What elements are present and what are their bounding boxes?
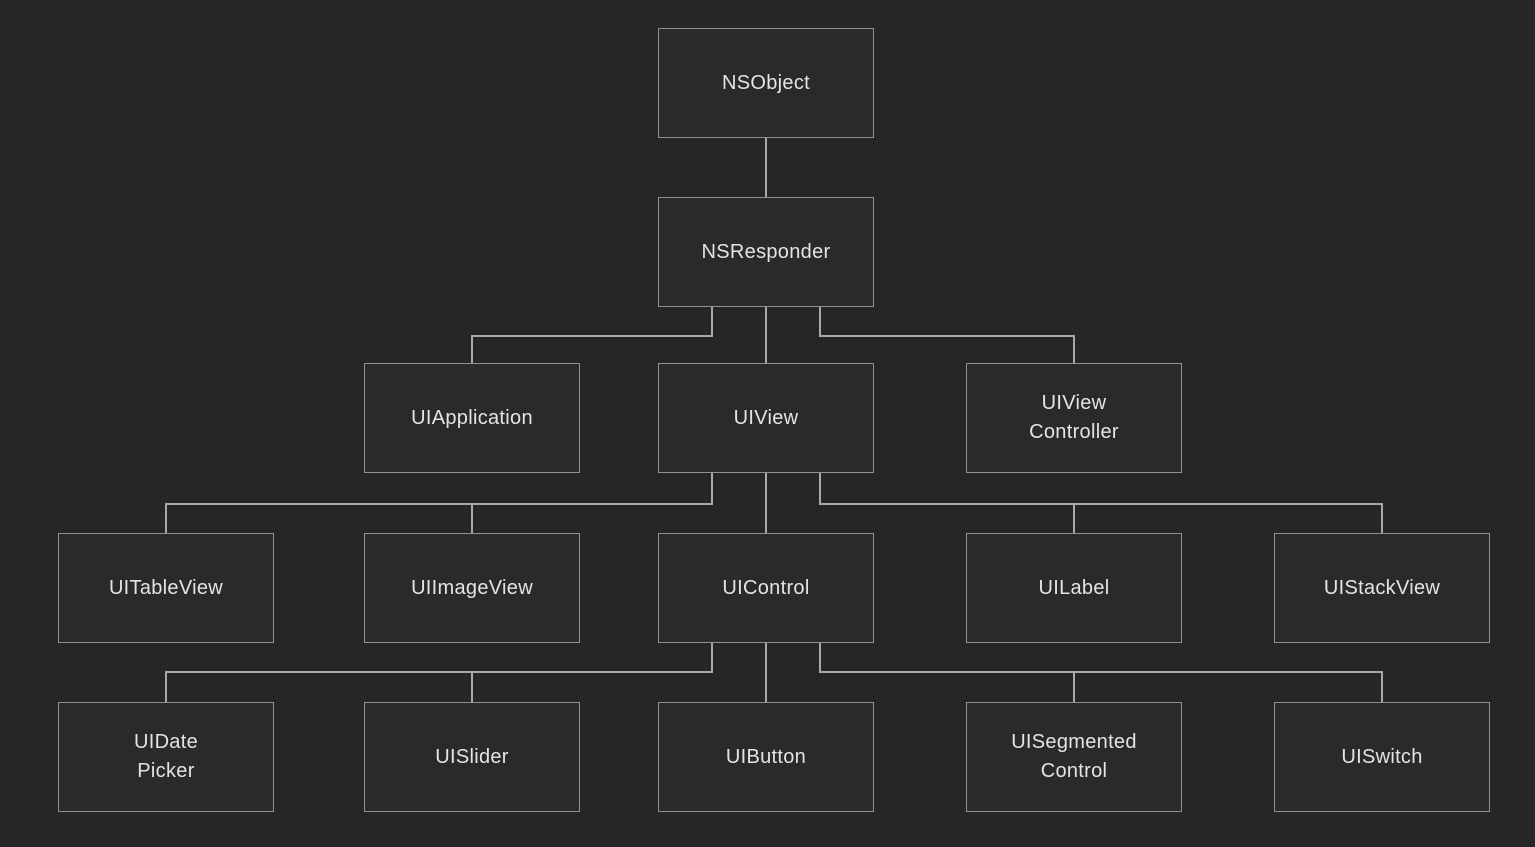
node-nsobject: NSObject	[658, 28, 874, 138]
edge-uicontrol-uiswitch	[819, 643, 1383, 702]
node-uiapplication: UIApplication	[364, 363, 580, 473]
node-uisegmentedcontrol: UISegmented Control	[966, 702, 1182, 812]
edge-nsresponder-uiviewcontroller	[819, 307, 1075, 363]
node-uiviewcontroller: UIView Controller	[966, 363, 1182, 473]
node-uilabel: UILabel	[966, 533, 1182, 643]
node-uiswitch: UISwitch	[1274, 702, 1490, 812]
edge-uiview-uiimageview	[471, 473, 713, 533]
node-uicontrol: UIControl	[658, 533, 874, 643]
node-uistackview: UIStackView	[1274, 533, 1490, 643]
node-uibutton: UIButton	[658, 702, 874, 812]
node-uislider: UISlider	[364, 702, 580, 812]
edge-uiview-uistackview	[819, 473, 1383, 533]
node-uiview: UIView	[658, 363, 874, 473]
edge-nsresponder-uiapplication	[471, 307, 713, 363]
node-nsresponder: NSResponder	[658, 197, 874, 307]
edge-uicontrol-uislider	[471, 643, 713, 702]
node-uiimageview: UIImageView	[364, 533, 580, 643]
node-uitableview: UITableView	[58, 533, 274, 643]
node-uidatepicker: UIDate Picker	[58, 702, 274, 812]
